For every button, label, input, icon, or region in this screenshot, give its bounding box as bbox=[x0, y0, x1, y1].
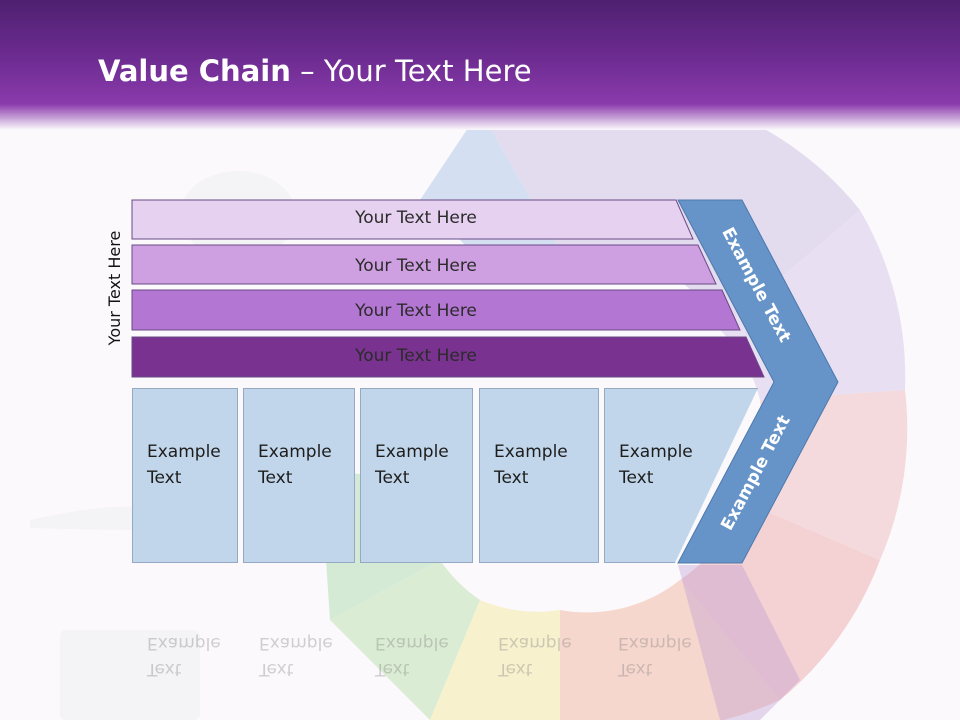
box-5-line1: Example bbox=[619, 442, 693, 462]
band-4 bbox=[131, 336, 765, 378]
box-4-line2: Text bbox=[494, 468, 529, 488]
band-label-2: Your Text Here bbox=[355, 256, 477, 276]
box-4-line1: Example bbox=[494, 442, 568, 462]
title-rest: Your Text Here bbox=[323, 54, 532, 88]
header-banner bbox=[0, 0, 960, 130]
band-label-4: Your Text Here bbox=[355, 346, 477, 366]
chevron-arrow-reflection bbox=[678, 565, 800, 720]
page-title: Value Chain – Your Text Here bbox=[98, 54, 532, 88]
title-separator: – bbox=[290, 54, 324, 88]
title-bold: Value Chain bbox=[98, 54, 291, 88]
box-2-line2: Text bbox=[258, 468, 293, 488]
band-1 bbox=[131, 199, 694, 240]
bands-group bbox=[131, 199, 765, 378]
box-1-line1: Example bbox=[147, 442, 221, 462]
box-3-line1: Example bbox=[375, 442, 449, 462]
box-3-line2: Text bbox=[375, 468, 410, 488]
chevron-arrow bbox=[677, 199, 839, 564]
band-2 bbox=[131, 244, 717, 285]
band-label-3: Your Text Here bbox=[355, 301, 477, 321]
band-label-1: Your Text Here bbox=[355, 208, 477, 228]
box-1-line2: Text bbox=[147, 468, 182, 488]
box-2-line1: Example bbox=[258, 442, 332, 462]
vertical-axis-label: Your Text Here bbox=[105, 230, 124, 346]
box-5-line2: Text bbox=[619, 468, 654, 488]
band-3 bbox=[131, 289, 741, 331]
